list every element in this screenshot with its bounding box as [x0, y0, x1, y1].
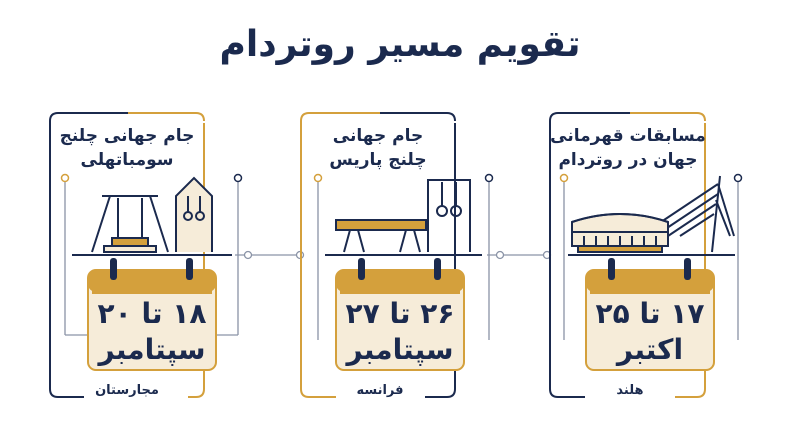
card-2-title: جام جهانی چلنج پاریس: [329, 126, 427, 170]
card-1-title: جام جهانی چلنج سومباتهلی: [59, 126, 195, 170]
connector-dot: [243, 250, 253, 260]
card-3-country: هلند: [616, 383, 644, 398]
card-frame-1: [49, 112, 239, 398]
card-1-date: ۱۸ تا ۲۰ سپتامبر: [97, 297, 207, 366]
apparatus-rings-icon: [72, 176, 232, 256]
calendar-icon: [335, 258, 465, 371]
card-2-country: فرانسه: [356, 383, 404, 398]
card-3-date: ۱۷ تا ۲۵ اکتبر: [595, 297, 705, 366]
card-3-title: مسابقات قهرمانی جهان در روتردام: [550, 126, 706, 170]
beam-rings-icon: [325, 179, 482, 256]
card-frame-2: [300, 112, 490, 398]
calendar-icon: [585, 258, 715, 371]
card-frame-3: [549, 112, 739, 398]
calendar-icon: [87, 258, 217, 371]
card-1-country: مجارستان: [95, 383, 159, 398]
connector-dot: [495, 250, 505, 260]
page-title: تقویم مسیر روتردام: [219, 24, 581, 65]
stadium-bridge-icon: [568, 175, 735, 256]
card-2-date: ۲۶ تا ۲۷ سپتامبر: [345, 297, 455, 366]
